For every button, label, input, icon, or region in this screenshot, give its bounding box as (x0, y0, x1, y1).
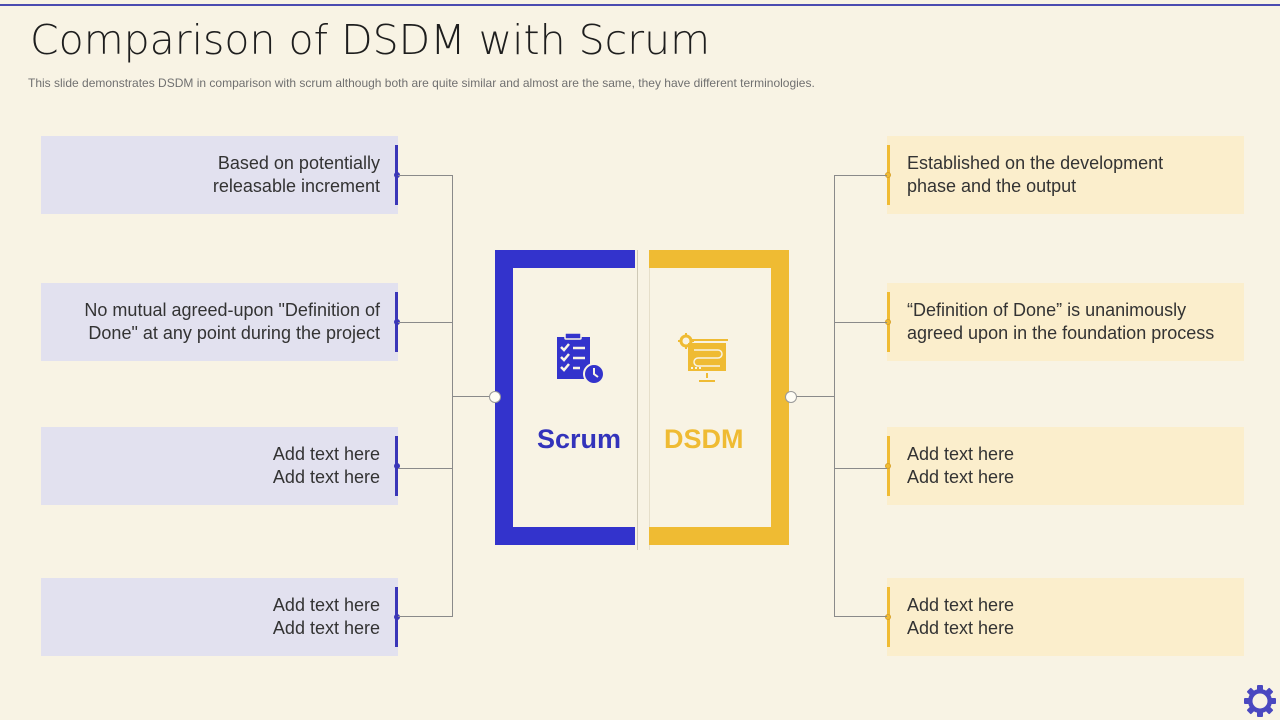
scrum-point-text: Add text here Add text here (272, 595, 380, 638)
scrum-point-text: Based on potentially releasable incremen… (212, 153, 380, 196)
connector-dot (394, 172, 400, 178)
connector-line (834, 616, 887, 617)
dsdm-point-card: Established on the development phase and… (885, 136, 1244, 214)
connector-line (398, 468, 453, 469)
connector-line (452, 396, 495, 397)
dsdm-label: DSDM (664, 424, 744, 454)
dsdm-connector-knob (785, 391, 797, 403)
monitor-workflow-gear-icon (678, 333, 728, 382)
scrum-point-text: Add text here Add text here (272, 444, 380, 487)
connector-line (834, 175, 887, 176)
scrum-connector-knob (489, 391, 501, 403)
dsdm-point-card: Add text here Add text here (885, 578, 1244, 656)
connector-dot (885, 614, 891, 620)
center-divider (637, 250, 638, 550)
connector-dot (394, 319, 400, 325)
connector-line (398, 322, 453, 323)
dsdm-point-card: “Definition of Done” is unanimously agre… (885, 283, 1244, 361)
page-subtitle: This slide demonstrates DSDM in comparis… (28, 76, 815, 90)
scrum-label: Scrum (537, 424, 622, 454)
connector-line (398, 616, 453, 617)
dsdm-bracket (649, 250, 789, 545)
page-title: Comparison of DSDM with Scrum (30, 16, 711, 64)
scrum-point-card: No mutual agreed-upon "Definition of Don… (41, 283, 400, 361)
dsdm-point-text: Add text here Add text here (907, 595, 1015, 638)
connector-line (834, 322, 887, 323)
connector-line (790, 396, 834, 397)
dsdm-point-text: “Definition of Done” is unanimously agre… (907, 300, 1215, 343)
clipboard-checklist-clock-icon (557, 333, 605, 385)
connector-trunk (834, 175, 835, 617)
connector-line (834, 468, 887, 469)
scrum-point-text: No mutual agreed-upon "Definition of Don… (84, 300, 380, 343)
top-accent-line (0, 4, 1280, 6)
connector-dot (885, 463, 891, 469)
connector-dot (394, 614, 400, 620)
dsdm-point-text: Add text here Add text here (907, 444, 1015, 487)
scrum-point-card: Based on potentially releasable incremen… (41, 136, 400, 214)
scrum-point-card: Add text here Add text here (41, 427, 400, 505)
scrum-bracket (495, 250, 635, 545)
gear-icon (1244, 685, 1276, 717)
dsdm-point-card: Add text here Add text here (885, 427, 1244, 505)
scrum-point-card: Add text here Add text here (41, 578, 400, 656)
connector-line (398, 175, 453, 176)
center-divider (649, 250, 650, 550)
dsdm-point-text: Established on the development phase and… (907, 153, 1164, 196)
connector-dot (394, 463, 400, 469)
